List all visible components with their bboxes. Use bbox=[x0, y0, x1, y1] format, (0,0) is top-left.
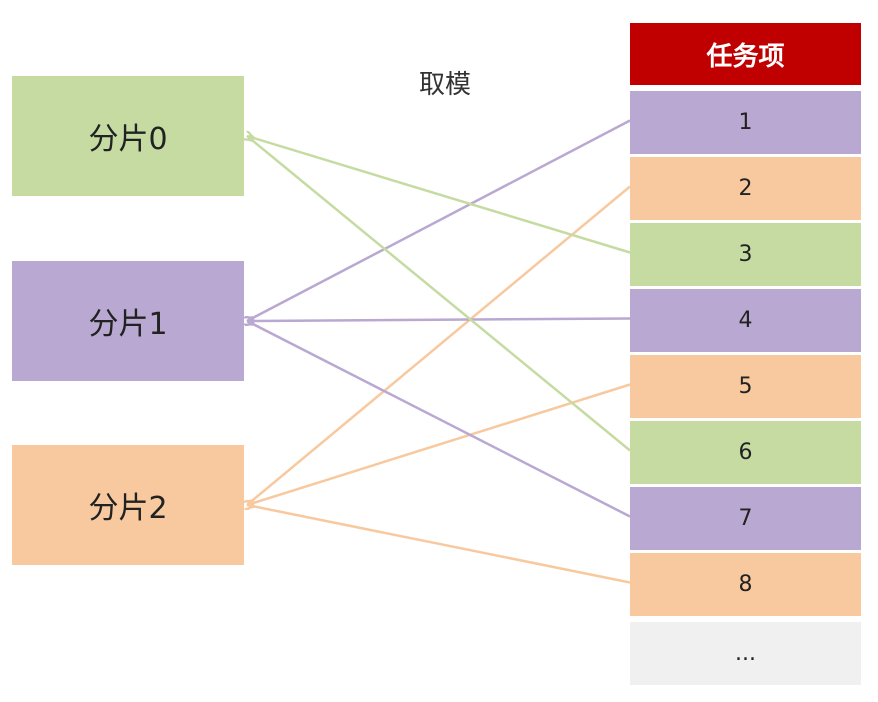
task-list-header: 任务项 bbox=[630, 23, 861, 85]
task-item-label: 3 bbox=[738, 242, 753, 267]
shard-1: 分片1 bbox=[12, 261, 244, 381]
task-item-5: 5 bbox=[630, 355, 861, 418]
modulo-caption: 取模 bbox=[419, 70, 472, 100]
shard-0-label: 分片0 bbox=[88, 122, 168, 157]
arrow-item-3-to-shard-0 bbox=[247, 136, 631, 254]
task-item-label: 2 bbox=[738, 176, 753, 201]
shard-2: 分片2 bbox=[12, 445, 244, 565]
task-item-label: 4 bbox=[738, 308, 753, 333]
task-item-label: 1 bbox=[738, 110, 753, 135]
shard-0: 分片0 bbox=[12, 76, 244, 196]
task-item-label: 8 bbox=[738, 572, 753, 597]
arrow-item-2-to-shard-2 bbox=[247, 185, 631, 506]
arrow-item-5-to-shard-2 bbox=[247, 383, 631, 506]
arrow-item-8-to-shard-2 bbox=[247, 505, 631, 584]
arrow-item-7-to-shard-1 bbox=[247, 321, 631, 518]
task-item-3: 3 bbox=[630, 223, 861, 286]
task-item-8: 8 bbox=[630, 553, 861, 616]
shard-2-label: 分片2 bbox=[88, 491, 168, 526]
task-item-1: 1 bbox=[630, 91, 861, 154]
task-item-6: 6 bbox=[630, 421, 861, 484]
task-item-label: 6 bbox=[738, 440, 753, 465]
task-item-7: 7 bbox=[630, 487, 861, 550]
arrow-item-1-to-shard-1 bbox=[247, 119, 631, 322]
task-list-header-label: 任务项 bbox=[706, 41, 785, 72]
arrow-item-4-to-shard-1 bbox=[247, 319, 631, 322]
arrow-item-6-to-shard-0 bbox=[247, 136, 631, 452]
task-item-label: 7 bbox=[738, 506, 753, 531]
task-item-more: ... bbox=[630, 622, 861, 685]
task-item-4: 4 bbox=[630, 289, 861, 352]
task-item-2: 2 bbox=[630, 157, 861, 220]
task-item-label: 5 bbox=[738, 374, 753, 399]
shard-1-label: 分片1 bbox=[88, 307, 168, 342]
task-item-label: ... bbox=[735, 641, 756, 666]
